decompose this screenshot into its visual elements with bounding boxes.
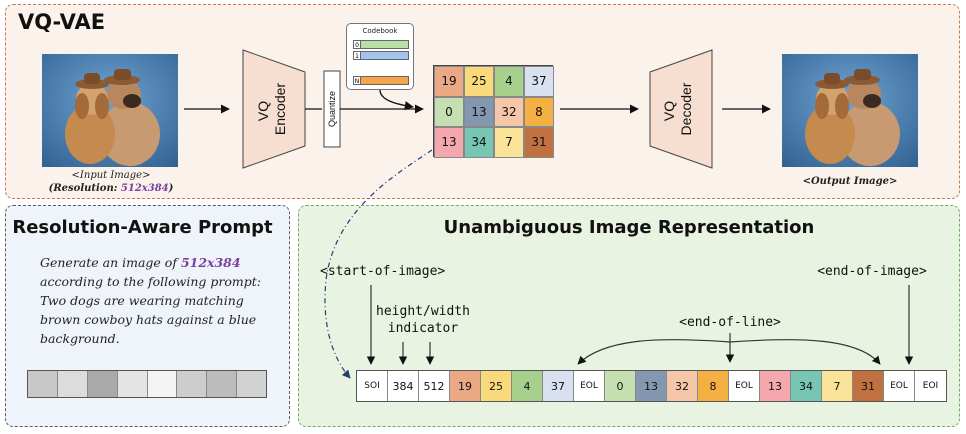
prompt-token	[177, 371, 208, 397]
prompt-token	[117, 371, 148, 397]
prompt-token	[57, 371, 88, 397]
sequence-token: EOL	[574, 371, 605, 401]
arrow-flatten-grid	[324, 149, 433, 379]
output-image-caption: <Output Image>	[802, 176, 898, 187]
codebook: Codebook 0 1 ... N	[346, 23, 414, 90]
arrow-eol-left	[577, 339, 731, 365]
sequence-token: 37	[543, 371, 574, 401]
prompt-token	[87, 371, 118, 397]
arrow-codebook-lookup	[379, 89, 414, 111]
height-width-label-line2: indicator	[387, 321, 459, 336]
sequence-token: 13	[636, 371, 667, 401]
grid-token: 8	[524, 96, 554, 128]
sequence-token: 19	[450, 371, 481, 401]
height-width-label-line1: height/width	[376, 304, 470, 319]
prompt-token	[28, 371, 58, 397]
grid-token: 19	[434, 66, 464, 97]
sequence-token: 7	[822, 371, 853, 401]
sequence-token: SOI	[357, 371, 388, 401]
codebook-entry: 1	[353, 51, 409, 60]
vq-decoder-block	[649, 49, 713, 169]
input-image	[42, 54, 178, 167]
output-image	[782, 54, 918, 167]
quantize-label: Quantize	[327, 91, 337, 127]
codebook-title: Codebook	[362, 27, 398, 35]
vq-decoder-label: VQ Decoder	[661, 82, 694, 135]
grid-token: 0	[434, 96, 464, 128]
sequence-token: 13	[760, 371, 791, 401]
end-of-line-label: <end-of-line>	[679, 315, 781, 330]
sequence-token: EOL	[729, 371, 760, 401]
sequence-token: 512	[419, 371, 450, 401]
prompt-resolution-highlight: 512x384	[180, 255, 241, 270]
grid-token: 31	[524, 127, 554, 158]
vq-vae-title: VQ-VAE	[18, 10, 106, 34]
sequence-token: EOI	[915, 371, 946, 401]
sequence-token: EOL	[884, 371, 915, 401]
sequence-token: 4	[512, 371, 543, 401]
grid-token: 13	[464, 96, 494, 128]
grid-token: 37	[524, 66, 554, 97]
codebook-entry: N	[353, 76, 409, 85]
sequence-token: 31	[853, 371, 884, 401]
end-of-image-label: <end-of-image>	[817, 264, 927, 279]
prompt-token	[147, 371, 178, 397]
representation-panel-title: Unambiguous Image Representation	[443, 217, 815, 238]
sequence-token: 8	[698, 371, 729, 401]
codebook-ellipsis: ...	[347, 72, 413, 80]
sequence-token: 25	[481, 371, 512, 401]
vq-encoder-label: VQ Encoder	[255, 83, 288, 135]
arrow-eol-right	[729, 339, 881, 365]
sequence-token: 0	[605, 371, 636, 401]
sequence-token: 384	[388, 371, 419, 401]
vq-encoder-block	[242, 49, 306, 169]
grid-token: 34	[464, 127, 494, 158]
resolution-highlight: 512x384	[120, 183, 169, 194]
prompt-token-strip	[27, 370, 267, 398]
codebook-entry: 0	[353, 40, 409, 49]
grid-token: 32	[494, 96, 524, 128]
grid-token: 4	[494, 66, 524, 97]
input-resolution-caption: (Resolution: 512x384)	[48, 183, 174, 194]
start-of-image-label: <start-of-image>	[320, 264, 446, 279]
grid-token: 7	[494, 127, 524, 158]
prompt-token	[207, 371, 238, 397]
sequence-token: 34	[791, 371, 822, 401]
prompt-token	[237, 371, 266, 397]
prompt-text: Generate an image of 512x384 according t…	[40, 255, 261, 346]
grid-token: 13	[434, 127, 464, 158]
sequence-token: 32	[667, 371, 698, 401]
prompt-panel-title: Resolution-Aware Prompt	[12, 217, 273, 238]
grid-token: 25	[464, 66, 494, 97]
input-image-caption: <Input Image>	[71, 170, 151, 181]
